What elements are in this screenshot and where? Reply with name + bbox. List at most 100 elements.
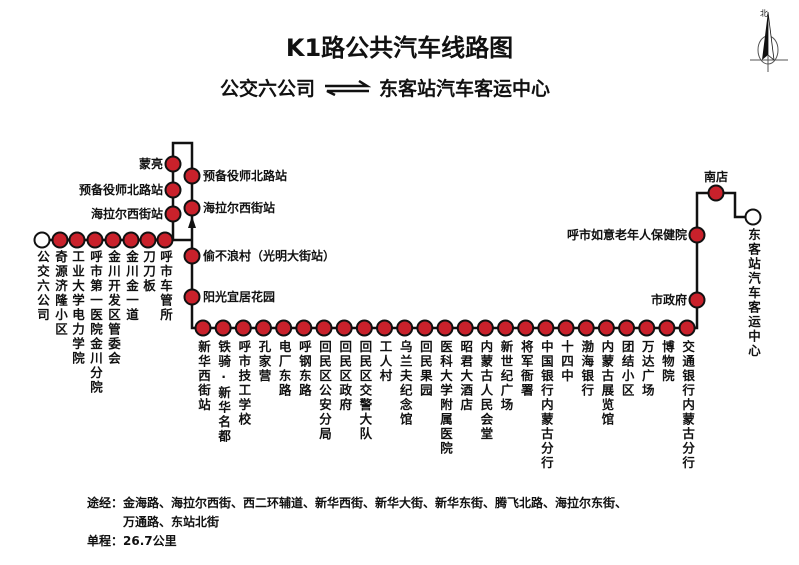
station-label: 内蒙古展览馆 bbox=[599, 340, 615, 427]
station-marker bbox=[315, 319, 333, 337]
station-marker bbox=[183, 288, 201, 306]
direction-arrow-icon bbox=[188, 216, 196, 228]
two-way-arrows-icon bbox=[325, 79, 372, 96]
station-marker bbox=[194, 319, 212, 337]
station-marker bbox=[618, 319, 636, 337]
station-marker bbox=[577, 319, 595, 337]
station-label: 东客站汽车客运中心 bbox=[746, 228, 761, 359]
via-streets: 金海路、海拉尔西街、西二环辅道、新华西街、新华大街、新华东街、腾飞北路、海拉尔东… bbox=[123, 496, 628, 510]
station-label: 乌兰夫纪念馆 bbox=[397, 340, 413, 427]
station-label: 公交六公司 bbox=[35, 250, 50, 323]
station-label: 奇源济隆小区 bbox=[53, 250, 68, 337]
station-label: 回民区交警大队 bbox=[357, 340, 373, 442]
via-line-1: 途经：金海路、海拉尔西街、西二环辅道、新华西街、新华大街、新华东街、腾飞北路、海… bbox=[87, 494, 627, 511]
station-label: 呼市车管所 bbox=[158, 250, 173, 323]
station-label: 阳光宜居花园 bbox=[203, 290, 276, 304]
station-label: 中国银行内蒙古分行 bbox=[538, 340, 554, 471]
station-marker bbox=[139, 231, 157, 249]
station-marker bbox=[335, 319, 353, 337]
station-marker bbox=[476, 319, 494, 337]
station-marker bbox=[164, 155, 182, 173]
station-marker bbox=[497, 319, 515, 337]
station-label: 南店 bbox=[704, 170, 729, 184]
station-marker bbox=[707, 184, 725, 202]
station-marker bbox=[688, 291, 706, 309]
distance-line: 单程：26.7公里 bbox=[87, 532, 177, 549]
station-marker bbox=[355, 319, 373, 337]
station-label: 金川开发区管委会 bbox=[106, 250, 121, 366]
station-label: 金川金一道 bbox=[124, 250, 139, 323]
origin-terminal: 公交六公司 bbox=[220, 78, 316, 100]
station-marker bbox=[537, 319, 555, 337]
station-label: 呼市技工学校 bbox=[236, 340, 252, 427]
station-marker bbox=[638, 319, 656, 337]
station-marker bbox=[164, 205, 182, 223]
station-marker bbox=[255, 319, 273, 337]
compass-north-label: 北 bbox=[760, 9, 768, 18]
station-marker bbox=[86, 231, 104, 249]
station-label: 蒙亮 bbox=[138, 157, 163, 171]
station-label: 铁骑·新华名都 bbox=[216, 340, 232, 444]
station-marker bbox=[275, 319, 293, 337]
station-marker bbox=[183, 199, 201, 217]
station-label: 渤海银行 bbox=[579, 340, 595, 398]
via-label: 途经： bbox=[87, 496, 124, 510]
station-marker bbox=[658, 319, 676, 337]
station-marker bbox=[396, 319, 414, 337]
station-label: 工人村 bbox=[377, 340, 393, 384]
terminal-station-marker bbox=[744, 208, 762, 226]
station-marker bbox=[234, 319, 252, 337]
station-label: 万达广场 bbox=[639, 340, 655, 398]
station-label: 电厂东路 bbox=[276, 340, 292, 398]
station-marker bbox=[517, 319, 535, 337]
station-label: 预备役师北路站 bbox=[203, 169, 288, 183]
station-label: 预备役师北路站 bbox=[78, 183, 163, 197]
station-label: 偷不浪村（光明大街站） bbox=[203, 249, 336, 263]
station-label: 孔家营 bbox=[256, 340, 272, 384]
station-label: 团结小区 bbox=[619, 340, 635, 398]
station-label: 十四中 bbox=[559, 340, 575, 384]
station-label: 回民区公安分局 bbox=[317, 340, 333, 442]
station-marker bbox=[183, 167, 201, 185]
station-marker bbox=[597, 319, 615, 337]
route-direction: 公交六公司 东客站汽车客运中心 bbox=[220, 74, 550, 101]
station-marker bbox=[183, 247, 201, 265]
station-label: 博物院 bbox=[659, 340, 675, 384]
station-label: 市政府 bbox=[650, 293, 687, 307]
station-label: 交通银行内蒙古分行 bbox=[680, 340, 696, 471]
via-line-2: 万通路、东站北街 bbox=[123, 515, 220, 529]
station-marker bbox=[456, 319, 474, 337]
station-label: 回民区政府 bbox=[337, 340, 353, 413]
station-marker bbox=[678, 319, 696, 337]
compass-icon bbox=[750, 11, 788, 72]
distance-label: 单程： bbox=[87, 534, 124, 548]
station-label: 新华西街站 bbox=[196, 340, 211, 413]
station-label: 呼钢东路 bbox=[296, 340, 312, 398]
station-marker bbox=[214, 319, 232, 337]
station-label: 呼市第一医院金川分院 bbox=[88, 250, 103, 395]
station-marker bbox=[557, 319, 575, 337]
station-marker bbox=[164, 181, 182, 199]
station-label: 回民果园 bbox=[417, 340, 433, 398]
destination-terminal: 东客站汽车客运中心 bbox=[379, 78, 551, 100]
station-label: 昭君大酒店 bbox=[458, 340, 474, 413]
page-title: K1路公共汽车线路图 bbox=[285, 34, 514, 62]
station-label: 海拉尔西街站 bbox=[203, 201, 276, 215]
station-marker bbox=[122, 231, 140, 249]
station-marker bbox=[688, 226, 706, 244]
station-label: 内蒙古人民会堂 bbox=[478, 340, 494, 442]
station-marker bbox=[436, 319, 454, 337]
station-marker bbox=[295, 319, 313, 337]
station-marker bbox=[104, 231, 122, 249]
station-label: 刀刀板 bbox=[141, 250, 156, 294]
station-label: 新世纪广场 bbox=[498, 340, 514, 413]
station-label: 医科大学附属医院 bbox=[438, 340, 454, 456]
station-marker bbox=[156, 231, 174, 249]
station-marker bbox=[416, 319, 434, 337]
station-marker bbox=[51, 231, 69, 249]
station-marker bbox=[68, 231, 86, 249]
station-label: 工业大学电力学院 bbox=[70, 250, 85, 366]
station-label: 海拉尔西街站 bbox=[90, 207, 163, 221]
distance-value: 26.7公里 bbox=[123, 534, 177, 548]
